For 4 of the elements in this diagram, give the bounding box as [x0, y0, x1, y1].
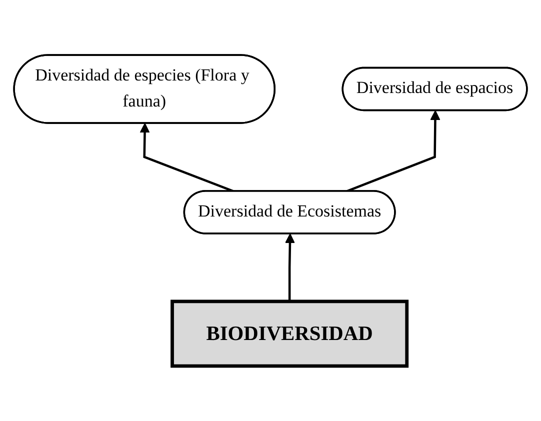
arrow — [346, 110, 440, 193]
node-box: BIODIVERSIDAD — [170, 300, 409, 368]
arrow — [140, 123, 235, 193]
arrow — [285, 234, 295, 302]
